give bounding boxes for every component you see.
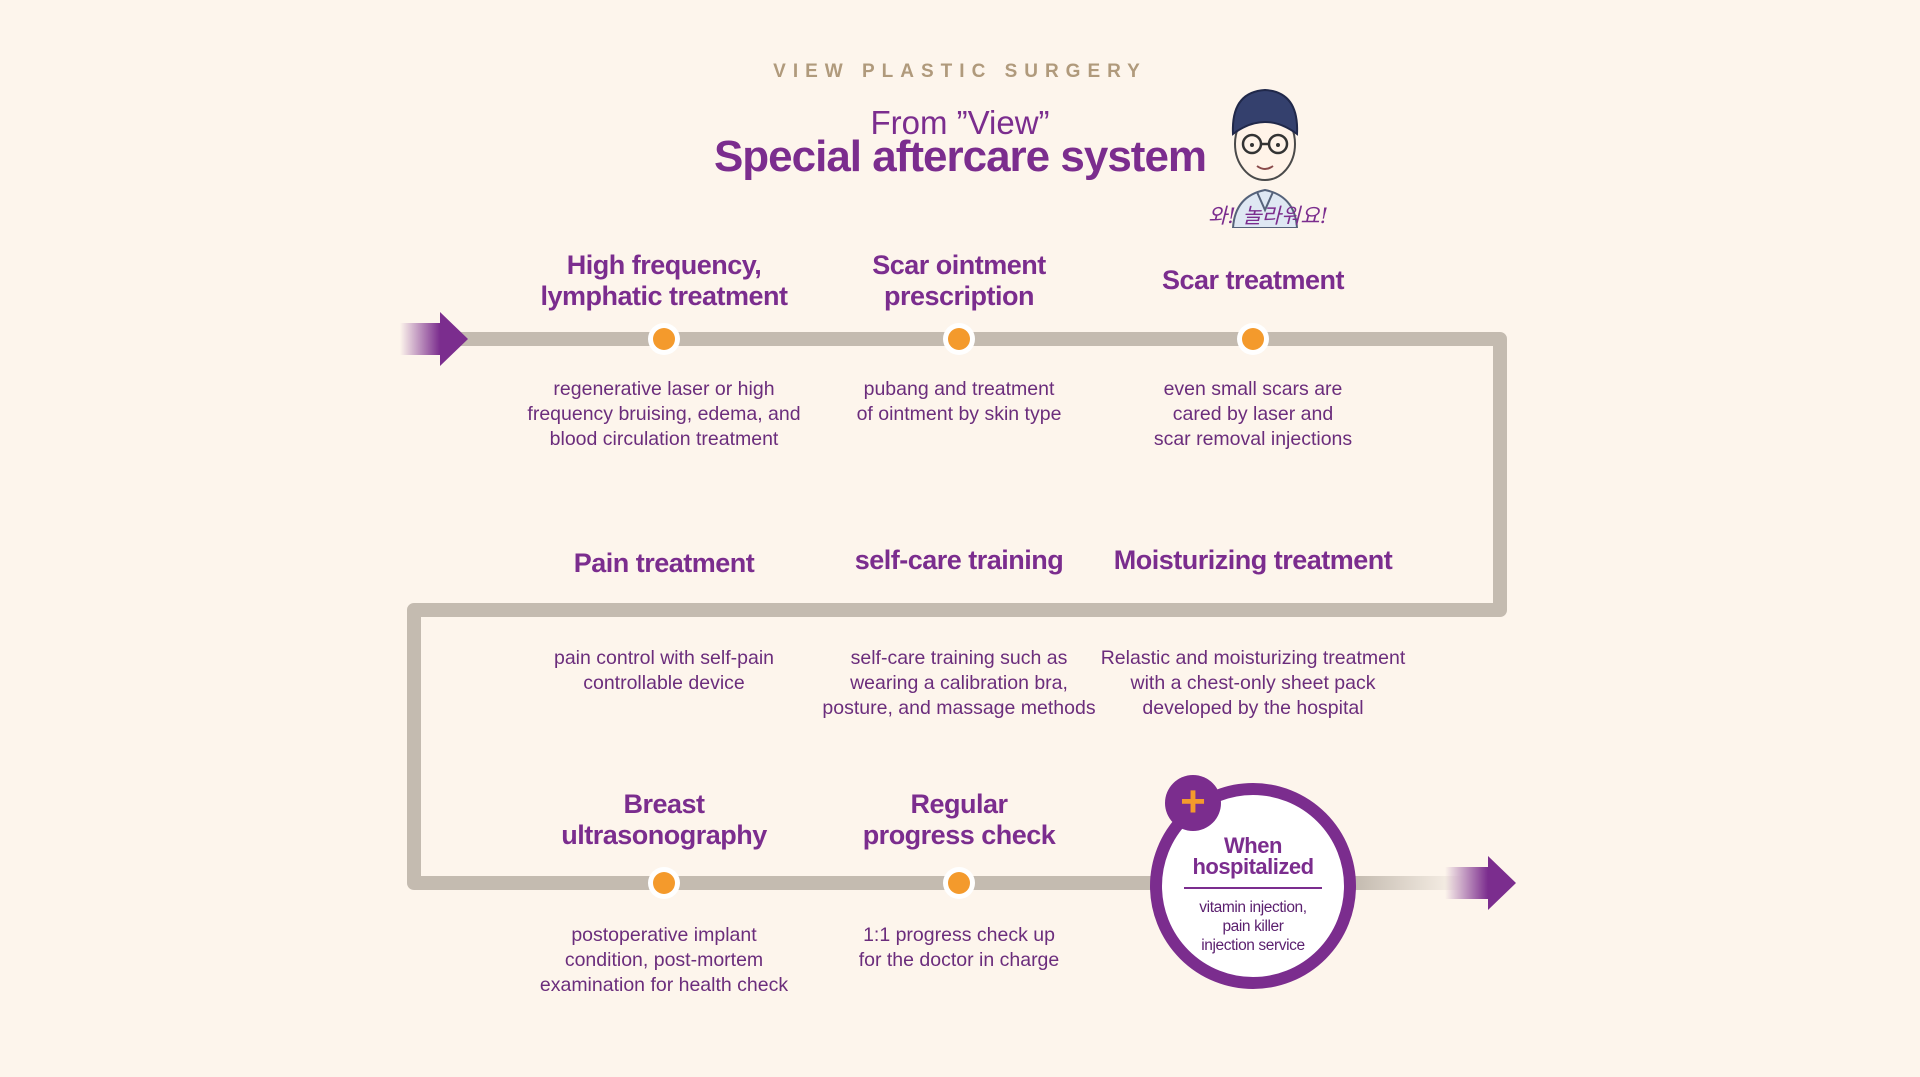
node-1 [648, 323, 680, 355]
doctor-mascot-icon [1231, 88, 1299, 228]
step-3-title: Scar treatment [1161, 265, 1345, 295]
step-2-title: Scar ointment prescription [872, 250, 1046, 311]
step-2-desc: pubang and treatment of ointment by skin… [856, 378, 1062, 425]
step-3-desc: even small scars are cared by laser and … [1153, 378, 1353, 450]
step-7-desc: postoperative implant condition, post-mo… [539, 924, 789, 996]
step-4-title: Pain treatment [573, 548, 755, 578]
track-fade [1355, 876, 1465, 890]
node-8 [943, 867, 975, 899]
step-6-desc: Relastic and moisturizing treatment with… [1100, 647, 1406, 719]
step-5-desc: self-care training such as wearing a cal… [822, 647, 1096, 719]
node-2 [943, 323, 975, 355]
step-7-title: Breast ultrasonography [561, 789, 767, 850]
hospitalized-desc: vitamin injection, pain killer injection… [1199, 899, 1307, 954]
start-arrow-tail [400, 323, 440, 355]
step-1-desc: regenerative laser or high frequency bru… [527, 378, 801, 450]
hospitalized-divider [1184, 887, 1322, 889]
plus-icon: + [1165, 775, 1221, 831]
end-arrow-head [1488, 856, 1516, 910]
step-8-title: Regular progress check [862, 789, 1056, 850]
page-title: Special aftercare system [713, 132, 1207, 181]
subtitle: From ”View” [870, 104, 1050, 141]
start-arrow-head [440, 312, 468, 366]
step-1-title: High frequency, lymphatic treatment [540, 250, 788, 311]
step-4-desc: pain control with self-pain controllable… [553, 647, 775, 694]
track-path [407, 332, 1507, 890]
mascot-caption: 와! 놀라워요! [1208, 204, 1329, 228]
end-arrow-tail [1445, 867, 1488, 899]
step-6-title: Moisturizing treatment [1113, 545, 1393, 575]
brand-name: VIEW PLASTIC SURGERY [773, 61, 1147, 82]
hospitalized-title: When hospitalized [1192, 833, 1314, 879]
step-5-title: self-care training [854, 545, 1064, 575]
node-3 [1237, 323, 1269, 355]
step-8-desc: 1:1 progress check up for the doctor in … [858, 924, 1060, 971]
node-7 [648, 867, 680, 899]
